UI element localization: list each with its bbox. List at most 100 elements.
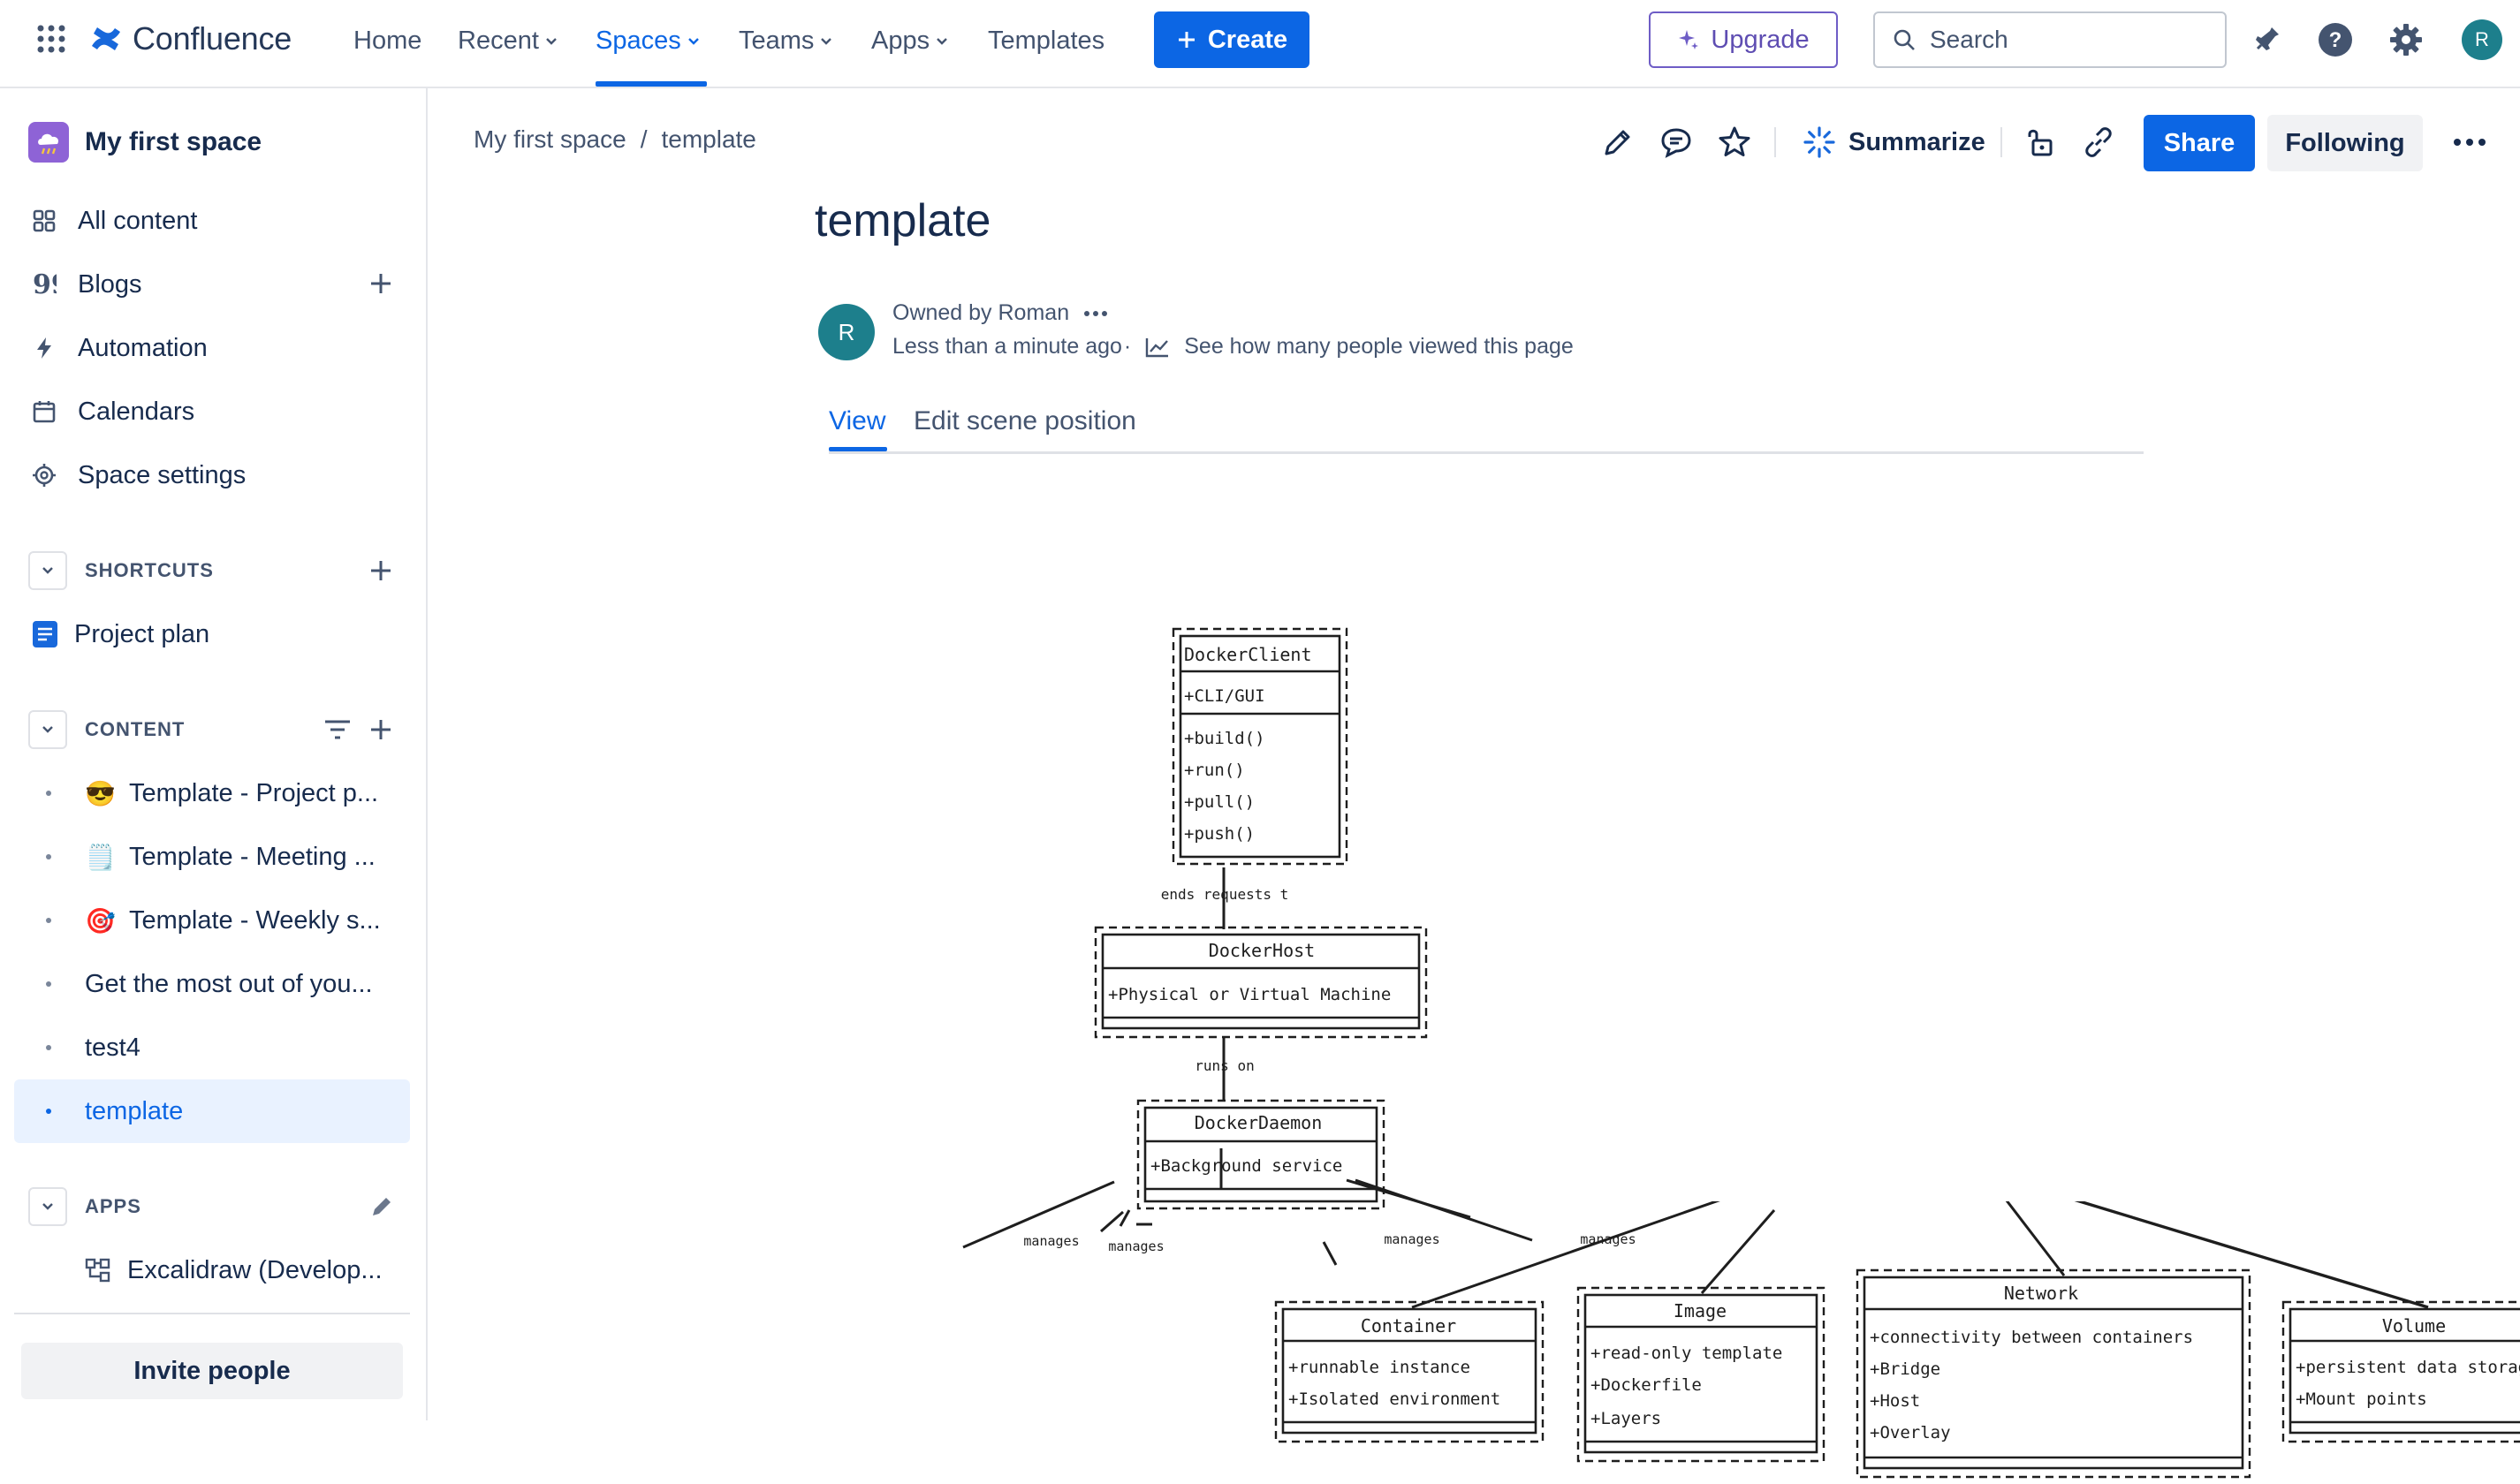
breadcrumb-space[interactable]: My first space bbox=[474, 125, 626, 153]
bullet-icon bbox=[46, 1109, 51, 1114]
meta-separator: · bbox=[1123, 334, 1132, 359]
nav-recent[interactable]: Recent bbox=[458, 25, 558, 57]
excalidraw-diagram[interactable]: .box{fill:none;stroke:#1e1e1e;stroke-wid… bbox=[816, 530, 2142, 1420]
shortcuts-title: SHORTCUTS bbox=[85, 559, 214, 581]
confluence-logo[interactable]: Confluence bbox=[88, 18, 292, 60]
content-tree-item[interactable]: 🎯 Template - Weekly s... bbox=[14, 889, 410, 952]
user-avatar[interactable]: R bbox=[2462, 19, 2502, 60]
search-input[interactable] bbox=[1928, 25, 2197, 55]
sidebar-item-calendars[interactable]: Calendars bbox=[32, 394, 194, 429]
following-button[interactable]: Following bbox=[2267, 115, 2423, 171]
content-tree-item[interactable]: Get the most out of you... bbox=[14, 952, 410, 1016]
nav-spaces[interactable]: Spaces bbox=[596, 25, 701, 57]
nav-teams[interactable]: Teams bbox=[739, 25, 833, 57]
class-attr: +Mount points bbox=[2296, 1389, 2427, 1409]
notifications-icon[interactable] bbox=[2248, 21, 2285, 58]
content-tree-item[interactable]: 🗒️ Template - Meeting ... bbox=[14, 825, 410, 889]
relation-label: manages bbox=[1384, 1231, 1439, 1247]
shortcut-label: Project plan bbox=[74, 619, 210, 648]
class-image[interactable]: Image +read-only template +Dockerfile +L… bbox=[1576, 1286, 1825, 1463]
share-button[interactable]: Share bbox=[2144, 115, 2255, 171]
class-volume[interactable]: Volume +persistent data storage +Mount p… bbox=[2281, 1300, 2520, 1443]
active-tab-indicator bbox=[829, 447, 887, 451]
edit-page-icon[interactable] bbox=[1599, 124, 1636, 161]
class-attr: +Dockerfile bbox=[1590, 1375, 1702, 1395]
class-attr: +connectivity between containers bbox=[1870, 1328, 2193, 1347]
shortcut-item-project-plan[interactable]: Project plan bbox=[32, 617, 209, 652]
ai-sparkle-icon bbox=[1803, 126, 1835, 158]
excalidraw-diagram-bottom[interactable]: .box2{fill:none;stroke:#1e1e1e;stroke-wi… bbox=[838, 1201, 2520, 1484]
class-name: Image bbox=[1674, 1300, 1727, 1321]
nav-templates[interactable]: Templates bbox=[988, 25, 1104, 57]
add-shortcut-button[interactable] bbox=[368, 557, 394, 584]
invite-people-button[interactable]: Invite people bbox=[21, 1343, 403, 1399]
relation-label: runs on bbox=[1195, 1057, 1254, 1074]
class-name: DockerDaemon bbox=[1195, 1112, 1323, 1133]
add-blog-button[interactable] bbox=[368, 270, 394, 297]
star-icon[interactable] bbox=[1716, 124, 1753, 161]
plus-icon bbox=[1178, 32, 1195, 48]
bullet-icon bbox=[46, 981, 51, 987]
copy-link-icon[interactable] bbox=[2080, 124, 2117, 161]
owner-more-icon[interactable] bbox=[1083, 310, 1108, 317]
create-button[interactable]: Create bbox=[1154, 11, 1309, 68]
sidebar-item-automation[interactable]: Automation bbox=[32, 330, 208, 366]
unlock-icon[interactable] bbox=[2022, 124, 2059, 161]
shortcuts-collapse-toggle[interactable] bbox=[28, 551, 67, 590]
sidebar-item-all-content[interactable]: All content bbox=[32, 203, 197, 238]
class-container[interactable]: Container +runnable instance +Isolated e… bbox=[1274, 1300, 1545, 1443]
calendar-icon bbox=[33, 401, 56, 423]
page-views-link[interactable]: See how many people viewed this page bbox=[1184, 334, 1574, 359]
sparkle-icon bbox=[1679, 30, 1699, 49]
tab-edit-scene-position[interactable]: Edit scene position bbox=[914, 406, 1136, 435]
content-title: CONTENT bbox=[85, 718, 186, 740]
automation-icon bbox=[37, 337, 51, 359]
content-collapse-toggle[interactable] bbox=[28, 710, 67, 749]
space-name: My first space bbox=[85, 127, 262, 156]
owner-avatar[interactable]: R bbox=[818, 304, 875, 360]
summarize-button[interactable]: Summarize bbox=[1803, 124, 1985, 161]
class-name: Network bbox=[2004, 1283, 2078, 1304]
help-icon[interactable]: ? bbox=[2317, 21, 2354, 58]
tab-view[interactable]: View bbox=[829, 406, 886, 435]
sidebar-item-label: Blogs bbox=[78, 269, 142, 299]
more-actions-icon[interactable] bbox=[2451, 124, 2488, 161]
class-attr: +Isolated environment bbox=[1288, 1389, 1500, 1409]
chevron-down-icon bbox=[821, 38, 832, 45]
class-attr: +CLI/GUI bbox=[1184, 686, 1265, 706]
space-logo-icon bbox=[28, 122, 69, 163]
chevron-down-icon bbox=[937, 38, 947, 45]
upgrade-button[interactable]: Upgrade bbox=[1649, 11, 1838, 68]
app-item-excalidraw[interactable]: Excalidraw (Develop... bbox=[85, 1253, 383, 1288]
space-header[interactable]: My first space bbox=[28, 122, 262, 163]
breadcrumb-page[interactable]: template bbox=[661, 125, 756, 153]
nav-home[interactable]: Home bbox=[353, 25, 421, 57]
settings-icon[interactable] bbox=[2387, 21, 2425, 58]
nav-apps[interactable]: Apps bbox=[871, 25, 949, 57]
edit-icon[interactable] bbox=[369, 1194, 394, 1223]
nav-home-label: Home bbox=[353, 26, 422, 55]
comment-icon[interactable] bbox=[1658, 124, 1695, 161]
apps-collapse-toggle[interactable] bbox=[28, 1187, 67, 1226]
content-tree-item-active[interactable]: template bbox=[14, 1079, 410, 1143]
class-network[interactable]: Network +connectivity between containers… bbox=[1856, 1268, 2251, 1479]
relation-label: ends requests t bbox=[1161, 886, 1289, 903]
search-box[interactable] bbox=[1873, 11, 2227, 68]
class-docker-host[interactable]: DockerHost +Physical or Virtual Machine bbox=[1094, 926, 1428, 1039]
sidebar-item-blogs[interactable]: 99 Blogs bbox=[32, 267, 142, 302]
class-name: Container bbox=[1361, 1315, 1456, 1336]
sidebar-item-space-settings[interactable]: Space settings bbox=[32, 458, 246, 493]
app-switcher-icon[interactable] bbox=[35, 23, 67, 55]
content-tree-item[interactable]: test4 bbox=[14, 1016, 410, 1079]
class-docker-daemon[interactable]: DockerDaemon +Background service bbox=[1136, 1099, 1385, 1210]
divider bbox=[14, 1313, 410, 1314]
class-docker-client[interactable]: DockerClient +CLI/GUI +build() +run() +p… bbox=[1172, 627, 1348, 866]
svg-text:?: ? bbox=[2329, 28, 2342, 52]
add-content-button[interactable] bbox=[368, 716, 394, 743]
bullet-icon bbox=[46, 918, 51, 923]
filter-icon[interactable] bbox=[323, 717, 352, 746]
summarize-label: Summarize bbox=[1848, 127, 1985, 156]
content-tree-item[interactable]: 😎 Template - Project p... bbox=[14, 761, 410, 825]
chevron-down-icon bbox=[42, 726, 53, 733]
relation-label: manages bbox=[1108, 1238, 1164, 1254]
